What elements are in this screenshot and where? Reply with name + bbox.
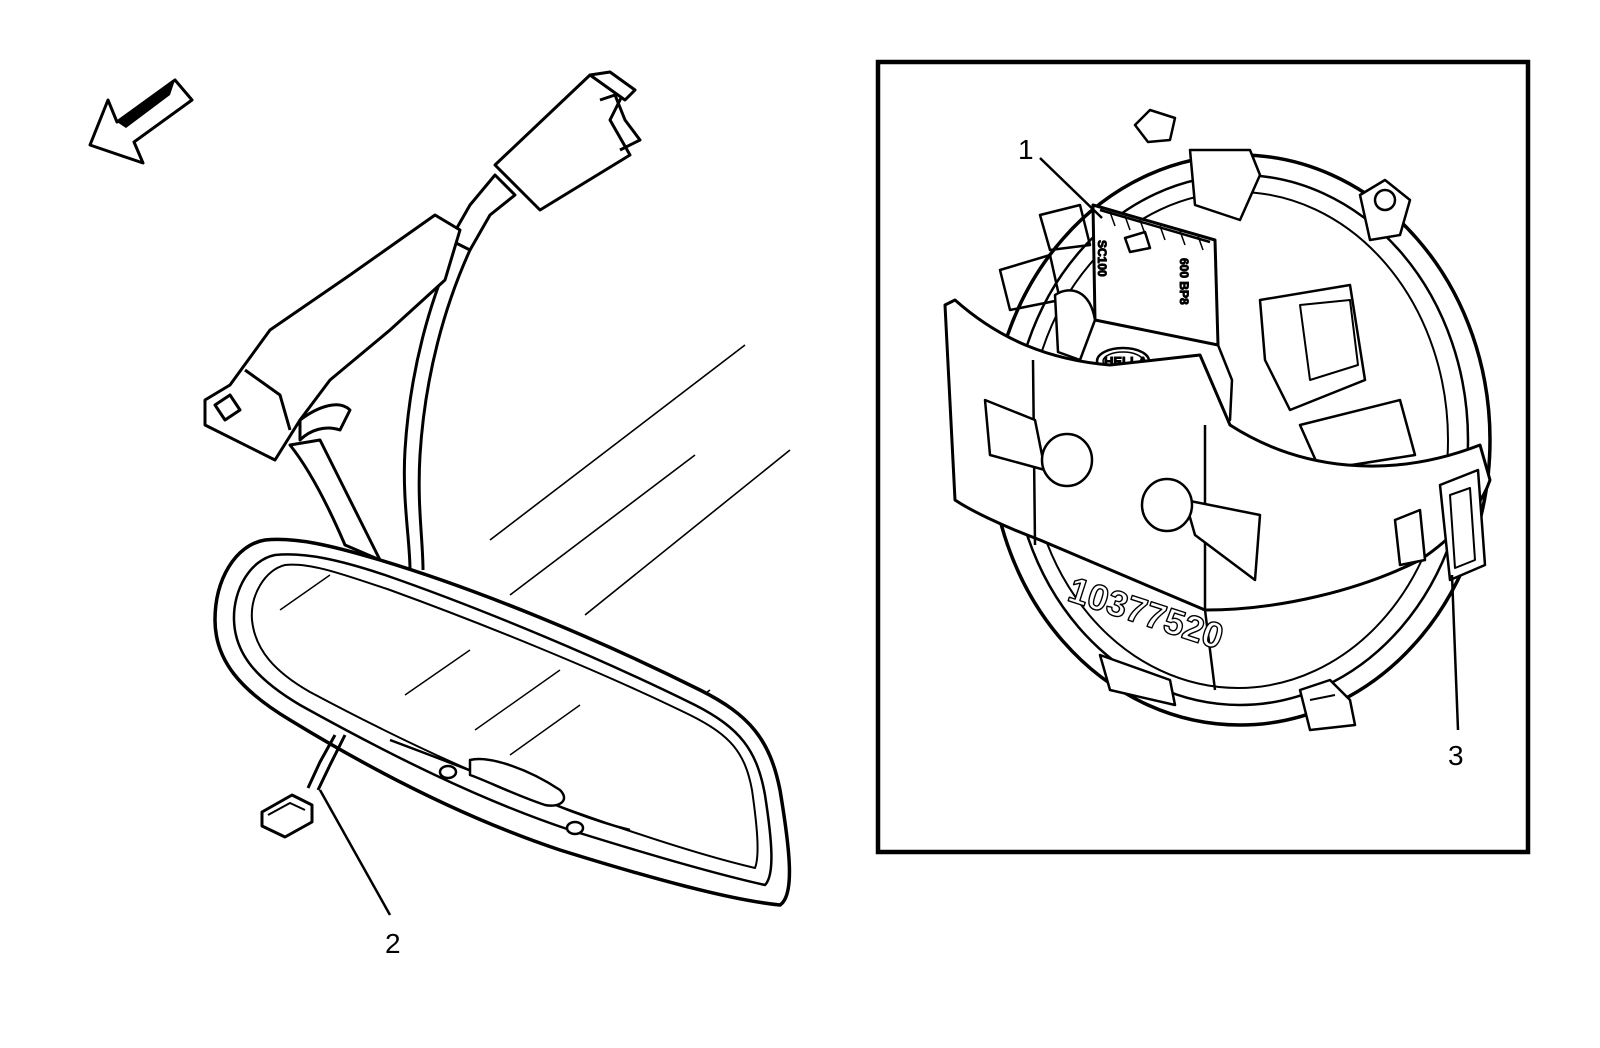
callout-2-leader: [318, 789, 392, 916]
mirror-pigtail-connector: [260, 734, 347, 839]
callout-2-label: 2: [385, 928, 401, 959]
callout-1-leader: [1039, 157, 1103, 219]
harness-connector: [448, 70, 642, 252]
rain-light-sensor: SC100 600 BP8 HELLA 10377520: [943, 108, 1492, 732]
mirror-mount: [203, 213, 462, 562]
wire-loom: [402, 244, 472, 571]
connector-marking-a: SC100: [1095, 240, 1109, 277]
callout-3-leader: [1450, 574, 1460, 731]
callout-1-label: 1: [1018, 134, 1034, 165]
rearview-mirror: [213, 537, 792, 907]
connector-marking-b: 600 BP8: [1177, 258, 1191, 305]
front-arrow-icon: [88, 78, 194, 165]
callout-3-label: 3: [1448, 740, 1464, 771]
